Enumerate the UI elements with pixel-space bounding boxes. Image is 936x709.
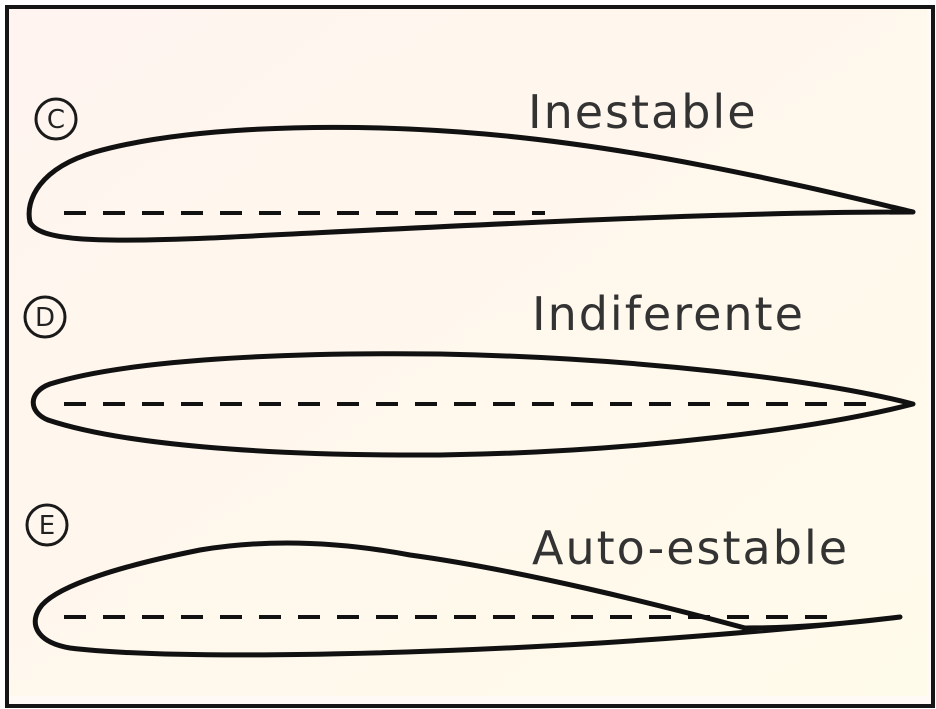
letter-d: D	[35, 303, 55, 333]
airfoil-profile-auto-estable	[32, 540, 903, 658]
section-c: C Inestable	[26, 85, 916, 243]
section-d: D Indiferente	[23, 287, 916, 458]
letter-c-circle	[34, 97, 78, 141]
label-indiferente: Indiferente	[532, 287, 805, 341]
airfoil-profile-inestable	[26, 124, 916, 243]
letter-e: E	[39, 511, 55, 541]
letter-c: C	[47, 105, 65, 135]
letter-d-circle	[23, 295, 67, 339]
airfoil-profile-indiferente	[30, 351, 916, 458]
letter-e-circle	[25, 503, 69, 547]
label-inestable: Inestable	[528, 85, 758, 139]
label-auto-estable: Auto-estable	[532, 521, 849, 575]
section-e: E Auto-estable	[25, 503, 903, 658]
